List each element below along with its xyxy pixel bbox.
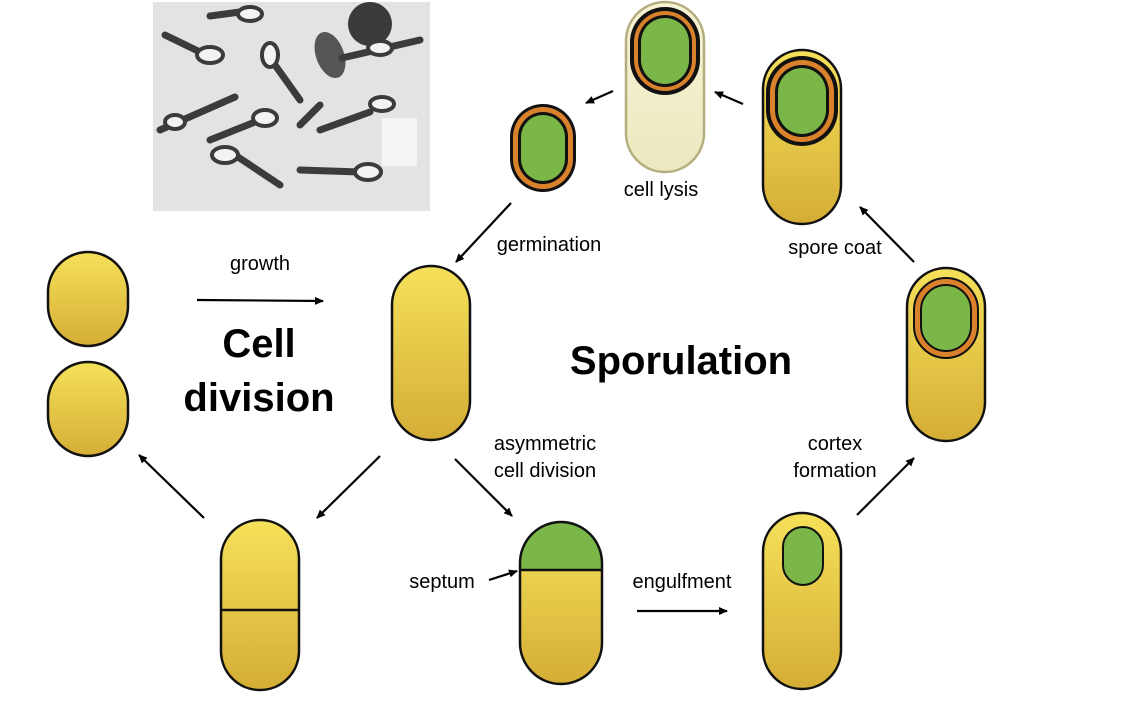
- growth-label: growth: [230, 253, 290, 275]
- daughter-cell-top: [46, 250, 130, 348]
- spore-coat-arrow: [859, 206, 915, 263]
- cortex-formation-cell: [905, 266, 987, 443]
- cortex-arrow: [856, 457, 915, 516]
- dividing-cell: [219, 518, 301, 692]
- cortex-label-line2: formation: [793, 460, 876, 482]
- spore-coat-label: spore coat: [788, 237, 882, 259]
- vegetative-cell: [390, 264, 472, 442]
- asymmetric-label-line1: asymmetric: [494, 433, 596, 455]
- engulfment-label: engulfment: [633, 571, 732, 593]
- germination-arrow: [455, 202, 512, 263]
- lysis-arrow: [714, 90, 744, 106]
- germination-label: germination: [497, 234, 602, 256]
- arrows: [138, 89, 915, 615]
- lysed-cell: [624, 0, 706, 174]
- growth-arrow: [196, 296, 324, 305]
- free-spore: [510, 104, 576, 192]
- cell-division-title-line1: Cell: [222, 322, 295, 366]
- asymmetric-label-line2: cell division: [494, 460, 596, 482]
- septum-cell: [518, 520, 604, 686]
- asymmetric-arrow: [454, 458, 513, 517]
- micrograph-image: [153, 2, 430, 211]
- forespore: [782, 526, 824, 586]
- septum-pointer-arrow: [488, 569, 518, 582]
- septum-label: septum: [409, 571, 475, 593]
- cell-division-title-line2: division: [183, 376, 334, 420]
- cell-lysis-label: cell lysis: [624, 179, 698, 201]
- sporulation-title: Sporulation: [570, 339, 792, 383]
- release-arrow: [585, 89, 614, 105]
- engulfment-cell: [761, 511, 843, 691]
- to-dividing-arrow: [316, 455, 381, 519]
- cortex-label-line1: cortex: [808, 433, 862, 455]
- spore-coat-cell: [761, 48, 843, 226]
- to-daughters-arrow: [138, 454, 205, 519]
- daughter-cell-bottom: [46, 360, 130, 458]
